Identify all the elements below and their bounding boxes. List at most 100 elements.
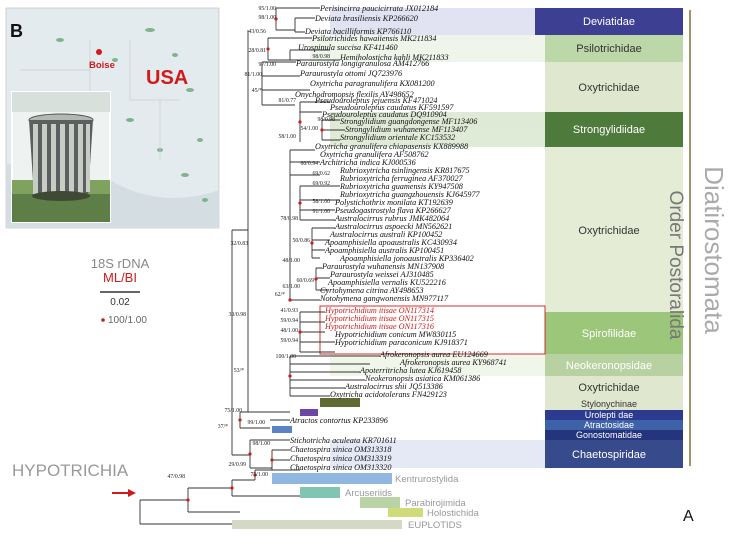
family-labels: Deviatidae Psilotrichidae Oxytrichidae S… (566, 16, 652, 461)
taxon-name: Apoamphisiella apoaustralis KC430934 (324, 238, 457, 247)
support-value: 37/* (218, 424, 228, 430)
taxon-name: Hypotrichidium itisae ON117315 (324, 314, 434, 323)
support-value: 45/* (252, 88, 262, 94)
support-values: 95/1.00 98/1.00 43/0.56 28/0.81 98/0.98 … (167, 6, 335, 480)
panel-deviatidae (535, 8, 683, 35)
support-value: 60/0.94 (300, 161, 318, 167)
taxon-name: Polystichothrix monilata KT192639 (334, 198, 453, 207)
panel-neokeronopsidae (545, 354, 683, 376)
taxon-name: Afrokeronopsis aurea KY968741 (399, 358, 507, 367)
taxon-name: Hypotrichidium conicum MW830115 (334, 330, 456, 339)
family-label: Oxytrichidae (578, 82, 639, 94)
taxon-name: Apoamphisiella jonoaustralis KP336402 (339, 254, 474, 263)
outgroup-label: Holostichida (427, 508, 479, 519)
taxon-name: Afrokeronopsis aurea EU124669 (379, 350, 488, 359)
support-value: 81/1.00 (244, 72, 262, 78)
legend-method: ML/BI (103, 270, 137, 285)
panel-b-label: B (10, 21, 23, 41)
taxon-name: Chaetospira sinica OM313320 (290, 463, 391, 472)
support-value: 58/1.00 (278, 134, 296, 140)
support-value: 32/0.83 (230, 241, 248, 247)
support-value: 28/0.81 (248, 48, 266, 54)
taxon-name: Pseudouroleptus jejuensis KF471024 (314, 96, 438, 105)
panel-oxytrichidae-2 (545, 147, 683, 312)
taxon-name: Pseudouroleptus caudatus DQ910904 (321, 110, 447, 119)
support-value: 75/1.00 (224, 408, 242, 414)
support-value: 95/1.00 (258, 6, 276, 12)
taxon-name: Paraurostyla wuhanensis MN137908 (321, 262, 444, 271)
hypotrichia-label: HYPOTRICHIA (12, 461, 129, 480)
taxon-labels: Perisincirra paucicirrata JX012184 Devia… (289, 4, 507, 472)
taxon-name: Paraurostyla weissei AJ310485 (329, 270, 434, 279)
family-label: Neokeronopsidae (566, 360, 652, 372)
taxon-name: Notohymena gangwonensis MN977117 (319, 294, 449, 303)
support-value: 59/0.94 (280, 318, 298, 324)
family-panels (535, 8, 683, 468)
support-value: 75/1.00 (250, 472, 268, 478)
support-value: 78/0.98 (280, 216, 298, 222)
family-label: Gonostomatidae (576, 430, 642, 440)
support-dot-icon (101, 318, 105, 322)
panel-chaetospiridae (545, 440, 683, 468)
panel-strongylidiidae (545, 112, 683, 147)
taxon-name: Chaetospira sinica OM313318 (290, 445, 391, 454)
panel-spirofilidae (545, 312, 683, 354)
support-value: 62/* (275, 292, 285, 298)
outgroup-label: EUPLOTIDS (408, 520, 462, 531)
arrow-icon (112, 489, 136, 497)
outgroup-label: Kentrurostylida (395, 474, 459, 485)
taxon-name: Architricha indica KJ000536 (319, 158, 417, 167)
scale-value: 0.02 (110, 297, 130, 308)
outgroup-labels: Kentrurostylida Arcuseriids Parabirojimi… (345, 474, 479, 531)
taxon-name: Strongylidium guangdongense MF113406 (340, 117, 478, 126)
site-photo (11, 91, 111, 223)
support-value: 63/1.00 (282, 284, 300, 290)
taxon-name: Stichotricha aculeata KR701611 (290, 436, 397, 445)
family-label: Chaetospiridae (572, 449, 646, 461)
panel-psilotrichidae (545, 35, 683, 62)
location-marker-icon (96, 49, 102, 55)
taxon-name: Hypotrichidium paraconicum KJ918371 (334, 338, 468, 347)
support-value: 47/0.98 (167, 474, 185, 480)
support-value: 98/1.00 (252, 441, 270, 447)
support-value: 98/0.98 (312, 54, 330, 60)
taxon-name: Pseudogastrostyla flava KP266627 (334, 206, 452, 215)
support-value: 59/0.94 (280, 338, 298, 344)
taxon-name: Rubrioxytricha guamensis KY947508 (339, 182, 463, 191)
panel-gonostomatidae (545, 430, 683, 440)
family-label: Atractosidae (584, 420, 634, 430)
taxon-name: Urospinula succisa KF411460 (298, 43, 398, 52)
outgroup-label: Arcuseriids (345, 488, 392, 499)
taxon-name: Oxytricha paragranulifera KX081200 (310, 79, 435, 88)
taxon-highlights (310, 8, 545, 468)
support-value: 100/1.00 (276, 354, 297, 360)
panel-oxytrichidae-1 (545, 62, 683, 112)
support-value: 98/0.98 (317, 117, 335, 123)
taxon-name: Oxytricha granulifera chiapasensis KX889… (315, 142, 468, 151)
support-value: 69/0.92 (312, 181, 330, 187)
taxon-name: Rubrioxytricha guangzhouensis KJ645977 (339, 190, 481, 199)
class-label: Diatirostomata (699, 166, 729, 334)
taxon-name: Australocirrus australi KP100452 (329, 230, 442, 239)
taxon-name: Chaetospira sinica OM313319 (290, 454, 391, 463)
support-value: 99/1.00 (247, 420, 265, 426)
support-value: 50/0.86 (292, 238, 310, 244)
taxon-name: Rubrioxytricha ferruginea AF370027 (339, 174, 464, 183)
taxon-name: Psilotrichides hawaiiensis MK211834 (311, 34, 436, 43)
taxon-name: Strongylidium orientale KC153532 (340, 133, 455, 142)
legend-title: 18S rDNA (91, 256, 150, 271)
support-value: 48/1.00 (282, 258, 300, 264)
family-label: Spirofilidae (582, 328, 636, 340)
support-value: 54/1.00 (300, 126, 318, 132)
support-value: 69/0.62 (312, 171, 330, 177)
taxon-name: Deviata brasiliensis KP266620 (314, 14, 418, 23)
taxon-name: Apoamphisiella vernalis KU522216 (327, 278, 447, 287)
support-value: 97/1.00 (258, 62, 276, 68)
taxon-name: Hypotrichidium itisae ON117316 (324, 322, 435, 331)
map-city: Boise (89, 60, 115, 71)
support-value: 98/1.00 (258, 15, 276, 21)
taxon-name: Atractos contortus KP233896 (289, 416, 389, 425)
taxon-name: Deviata bacilliformis KP766110 (304, 27, 411, 36)
support-value: 29/0.99 (228, 462, 246, 468)
